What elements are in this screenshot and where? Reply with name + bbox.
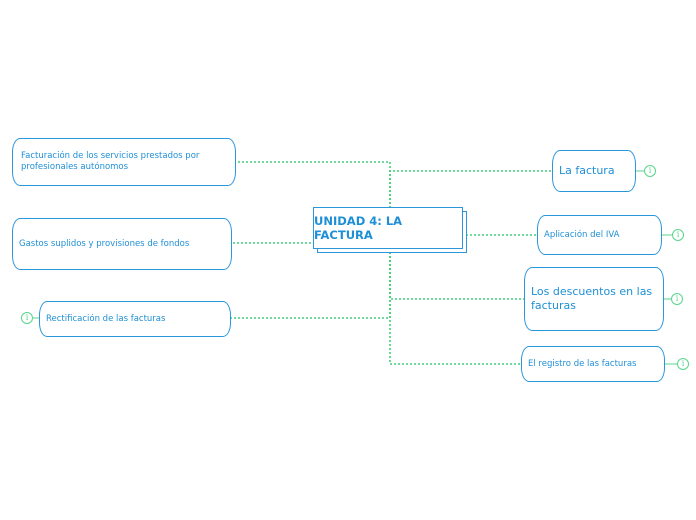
topic-la-factura[interactable]: La factura	[552, 150, 636, 192]
topic-aplicacion-iva[interactable]: Aplicación del IVA	[537, 215, 662, 255]
info-icon[interactable]: i	[672, 229, 684, 241]
connector-registro	[389, 252, 522, 365]
topic-registro[interactable]: El registro de las facturas	[521, 346, 665, 382]
info-icon[interactable]: i	[677, 358, 689, 370]
central-topic-label: UNIDAD 4: LA FACTURA	[314, 214, 403, 242]
info-icon[interactable]: i	[671, 293, 683, 305]
topic-label: Los descuentos en las facturas	[531, 285, 653, 312]
topic-gastos-suplidos[interactable]: Gastos suplidos y provisiones de fondos	[12, 218, 232, 270]
central-topic[interactable]: UNIDAD 4: LA FACTURA	[313, 207, 463, 249]
connector-descuentos	[389, 252, 525, 300]
info-icon[interactable]: i	[644, 165, 656, 177]
topic-facturacion-servicios[interactable]: Facturación de los servicios prestados p…	[12, 138, 236, 186]
topic-label: El registro de las facturas	[528, 358, 637, 369]
topic-label: La factura	[559, 164, 615, 178]
connector-facturacion	[236, 161, 391, 232]
topic-label: Aplicación del IVA	[544, 229, 620, 240]
topic-descuentos[interactable]: Los descuentos en las facturas	[524, 267, 664, 331]
topic-rectificacion[interactable]: Rectificación de las facturas	[39, 301, 231, 337]
topic-label: Rectificación de las facturas	[46, 313, 166, 324]
info-icon[interactable]: i	[21, 312, 33, 324]
topic-label: Facturación de los servicios prestados p…	[21, 151, 200, 172]
connector-rectificacion	[231, 252, 391, 319]
topic-label: Gastos suplidos y provisiones de fondos	[19, 238, 190, 249]
